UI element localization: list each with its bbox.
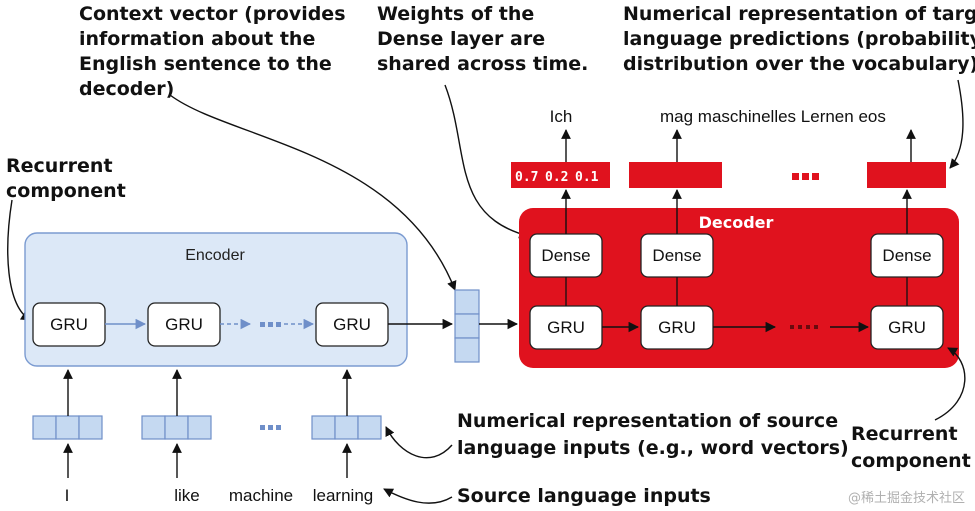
encoder-gru-2-label: GRU bbox=[165, 315, 203, 334]
weights-shared-line-3: shared across time. bbox=[377, 53, 588, 75]
input-ellipsis bbox=[260, 425, 281, 430]
encoder-gru-3-label: GRU bbox=[333, 315, 371, 334]
source-inputs-annotation: Source language inputs bbox=[457, 485, 711, 507]
target-repr-line-3: distribution over the vocabulary) bbox=[623, 53, 975, 75]
encoder-ellipsis bbox=[260, 322, 281, 327]
encoder-box bbox=[24, 232, 408, 367]
source-inputs-pointer bbox=[383, 488, 453, 504]
input-word-machine: machine bbox=[229, 486, 293, 505]
target-repr-line-1: Numerical representation of target bbox=[623, 3, 975, 25]
recurrent-left-line-1: Recurrent bbox=[6, 155, 113, 177]
context-vector-line-3: English sentence to the bbox=[79, 53, 332, 75]
weights-shared-pointer bbox=[444, 84, 529, 239]
input-word-i: I bbox=[65, 486, 70, 505]
context-vector-pointer bbox=[169, 94, 457, 291]
recurrent-left-annotation: Recurrent component bbox=[6, 155, 126, 202]
recurrent-right-line-1: Recurrent bbox=[851, 423, 958, 445]
input-word-like: like bbox=[174, 486, 200, 505]
decoder-dense-1-label: Dense bbox=[541, 246, 590, 265]
recurrent-right-pointer bbox=[934, 347, 966, 421]
input-vector-1 bbox=[32, 415, 103, 440]
source-repr-pointer bbox=[385, 426, 453, 459]
context-vector-line-2: information about the bbox=[79, 28, 315, 50]
recurrent-right-annotation: Recurrent component bbox=[851, 423, 971, 472]
input-vector-2 bbox=[141, 415, 212, 440]
decoder-gru-3-label: GRU bbox=[888, 318, 926, 337]
context-vector-line-4: decoder) bbox=[79, 78, 174, 100]
recurrent-left-line-2: component bbox=[6, 180, 126, 202]
decoder-gru-2-label: GRU bbox=[658, 318, 696, 337]
decoder-ellipsis bbox=[790, 325, 818, 329]
input-word-learning: learning bbox=[313, 486, 374, 505]
probability-vector-3 bbox=[867, 162, 946, 188]
context-vector-line-1: Context vector (provides bbox=[79, 3, 346, 25]
prob-value-1: 0.7 bbox=[515, 170, 538, 185]
output-ellipsis bbox=[792, 173, 819, 180]
weights-shared-line-1: Weights of the bbox=[377, 3, 534, 25]
output-word-ich: Ich bbox=[550, 107, 573, 126]
source-repr-line-2: language inputs (e.g., word vectors) bbox=[457, 437, 849, 459]
weights-shared-line-2: Dense layer are bbox=[377, 28, 545, 50]
input-vector-3 bbox=[311, 415, 382, 440]
prob-value-3: 0.1 bbox=[575, 170, 599, 185]
prob-value-2: 0.2 bbox=[545, 170, 568, 185]
watermark-text: @稀土掘金技术社区 bbox=[848, 490, 965, 506]
decoder-dense-3-label: Dense bbox=[882, 246, 931, 265]
probability-vector-1: 0.7 0.2 0.1 bbox=[511, 162, 610, 188]
probability-vector-2 bbox=[629, 162, 722, 188]
recurrent-right-line-2: component bbox=[851, 450, 971, 472]
target-repr-pointer bbox=[949, 79, 964, 169]
encoder-gru-1-label: GRU bbox=[50, 315, 88, 334]
recurrent-left-pointer bbox=[7, 199, 31, 321]
encoder-title: Encoder bbox=[185, 247, 245, 264]
output-words-rest: mag maschinelles Lernen eos bbox=[660, 107, 886, 126]
target-repr-annotation: Numerical representation of target langu… bbox=[623, 3, 975, 75]
context-vector bbox=[454, 289, 480, 363]
weights-shared-annotation: Weights of the Dense layer are shared ac… bbox=[377, 3, 588, 75]
context-vector-annotation: Context vector (provides information abo… bbox=[79, 3, 346, 100]
source-repr-line-1: Numerical representation of source bbox=[457, 410, 838, 432]
decoder-gru-1-label: GRU bbox=[547, 318, 585, 337]
source-repr-annotation: Numerical representation of source langu… bbox=[457, 410, 849, 459]
target-repr-line-2: language predictions (probability bbox=[623, 28, 975, 50]
decoder-dense-2-label: Dense bbox=[652, 246, 701, 265]
decoder-title: Decoder bbox=[699, 213, 774, 232]
